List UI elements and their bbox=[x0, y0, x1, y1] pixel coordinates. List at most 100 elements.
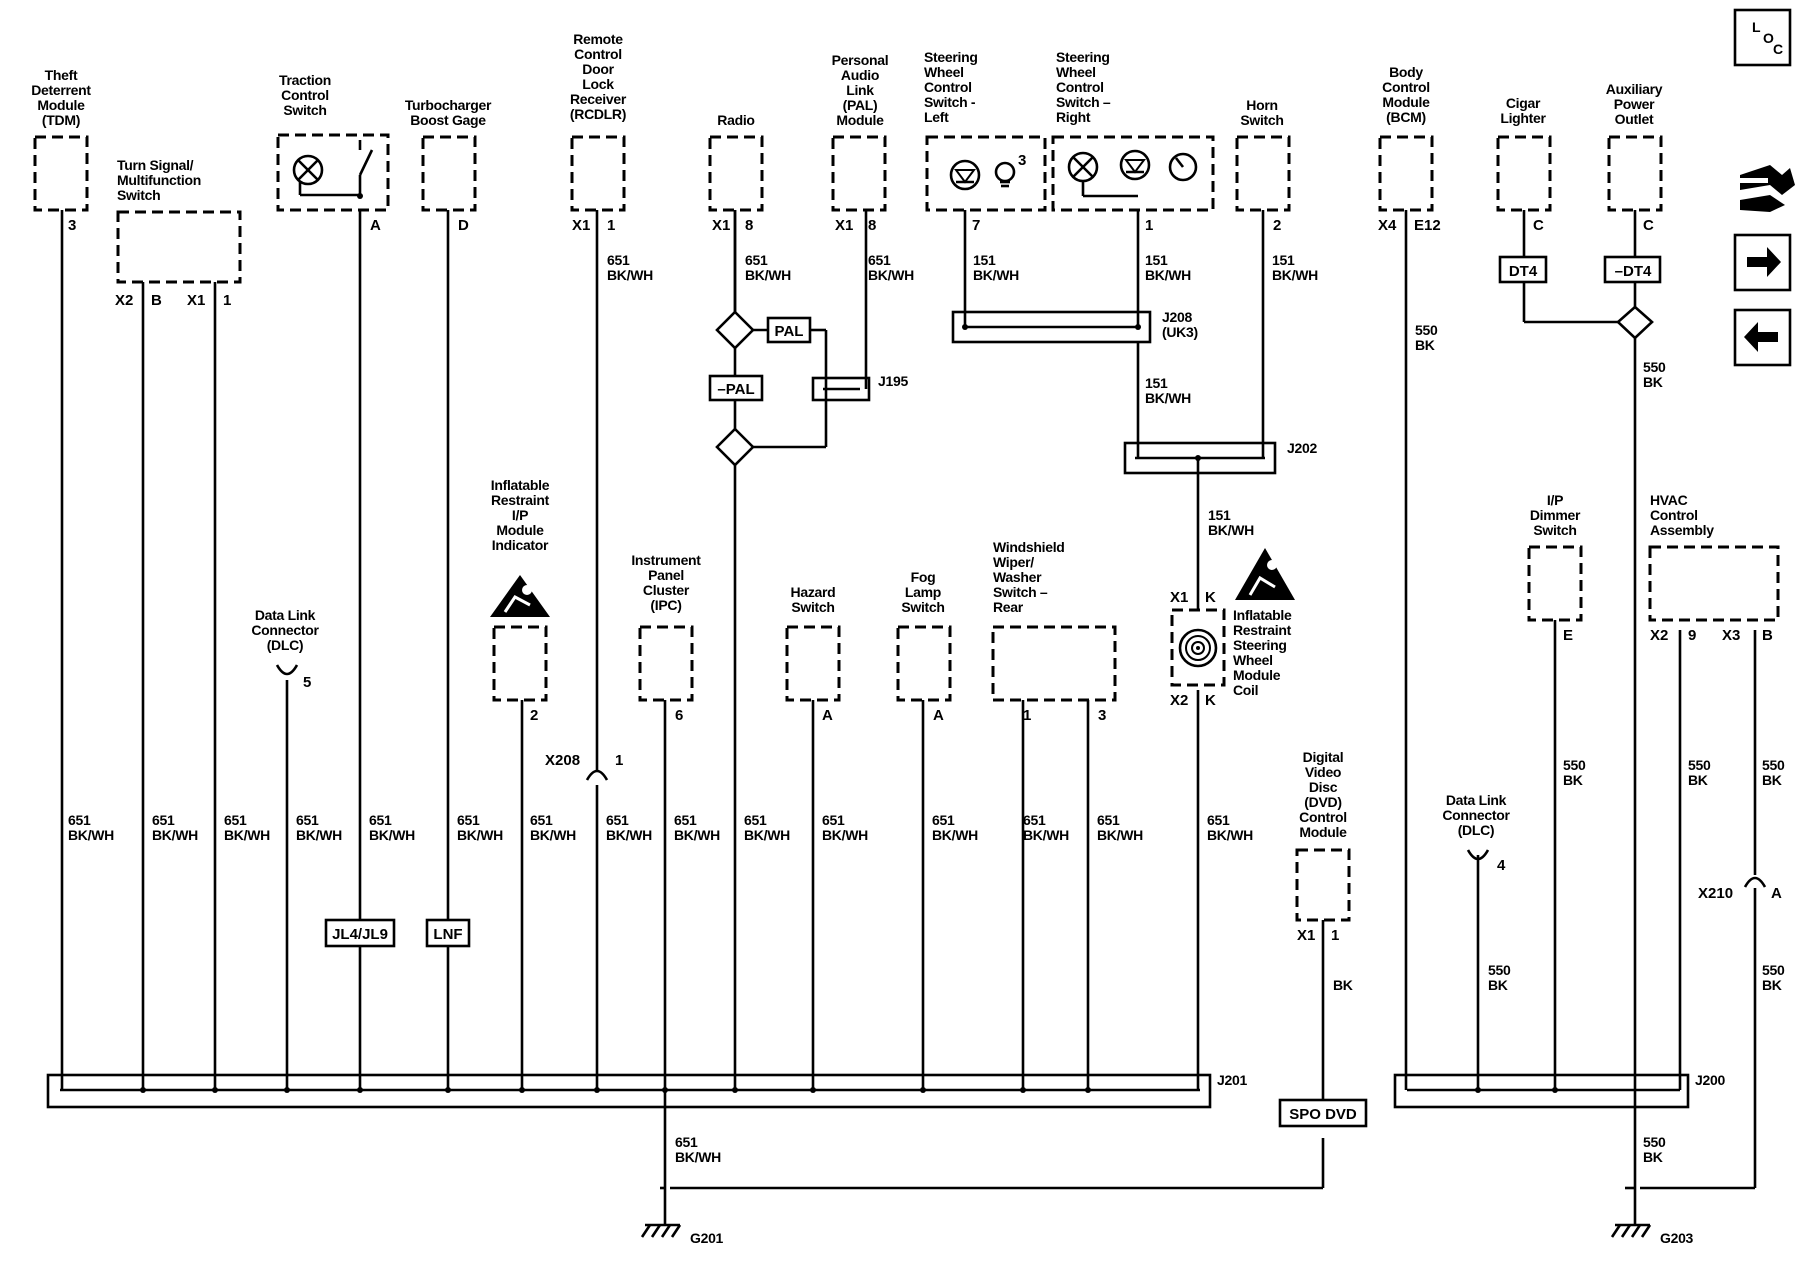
module-bcm[interactable]: Body Control Module (BCM) X4 E12 bbox=[1378, 64, 1441, 234]
pin-dimmer: E bbox=[1563, 627, 1573, 644]
next-page-button[interactable] bbox=[1733, 233, 1792, 292]
wire-label-swcl-col: BK/WH bbox=[973, 267, 1019, 283]
module-swcl-label-3: Control bbox=[924, 79, 972, 95]
module-steering-wheel-switch-left[interactable]: 3 Steering Wheel Control Switch - Left 7 bbox=[924, 49, 1047, 234]
option-dt4-label: DT4 bbox=[1509, 263, 1538, 280]
ground-icon-2 bbox=[1610, 1223, 1652, 1238]
pin-pal-8: 8 bbox=[868, 217, 876, 234]
splice-j195-label: J195 bbox=[878, 373, 908, 389]
wire-label-horn-col: BK/WH bbox=[1272, 267, 1318, 283]
module-fog-label-2: Lamp bbox=[905, 584, 941, 600]
module-coil-label-6: Coil bbox=[1233, 682, 1258, 698]
module-coil-label-2: Restraint bbox=[1233, 622, 1292, 638]
module-coil-label-5: Module bbox=[1233, 667, 1281, 683]
module-traction-label-2: Control bbox=[281, 87, 329, 103]
module-wiper-label-5: Rear bbox=[993, 599, 1024, 615]
wire-label-bcm-num: 550 bbox=[1415, 322, 1438, 338]
module-radio[interactable]: Radio X1 8 bbox=[708, 112, 764, 234]
wire-label-dimmer-num: 550 bbox=[1563, 757, 1586, 773]
wire-label-g203-num: 550 bbox=[1643, 1134, 1666, 1150]
module-ipc[interactable]: Instrument Panel Cluster (IPC) 6 bbox=[631, 552, 701, 724]
connector-dlc-2[interactable]: Data Link Connector (DLC) 4 bbox=[1442, 792, 1510, 874]
wire-label-swcr-col: BK/WH bbox=[1145, 267, 1191, 283]
wire-label-dlc1-col: BK/WH bbox=[296, 827, 342, 843]
pin-turbo: D bbox=[458, 217, 469, 234]
module-turn-signal-switch[interactable]: Turn Signal/ Multifunction Switch X2 B X… bbox=[115, 157, 242, 309]
module-swcl-label-4: Switch - bbox=[924, 94, 976, 110]
module-airbag-label-2: Restraint bbox=[491, 492, 550, 508]
module-coil-label-1: Inflatable bbox=[1233, 607, 1292, 623]
module-pal[interactable]: Personal Audio Link (PAL) Module X1 8 bbox=[831, 52, 889, 234]
module-rear-wiper-switch[interactable]: Windshield Wiper/ Washer Switch – Rear 1… bbox=[991, 539, 1117, 724]
module-tdm-label-4: (TDM) bbox=[42, 112, 80, 128]
pin-turn-b: B bbox=[151, 292, 162, 309]
splice-j202: J202 bbox=[1123, 440, 1318, 475]
pin-airbag-ind: 2 bbox=[530, 707, 538, 724]
wire-label-turnb-num: 651 bbox=[152, 812, 175, 828]
module-horn-switch[interactable]: Horn Switch 2 bbox=[1235, 97, 1291, 234]
connector-view-button[interactable] bbox=[1738, 165, 1795, 212]
loc-letter-c: C bbox=[1773, 41, 1783, 57]
module-auxiliary-power-outlet[interactable]: Auxiliary Power Outlet C bbox=[1606, 81, 1663, 234]
module-dimmer-label-2: Dimmer bbox=[1530, 507, 1581, 523]
module-airbag-indicator[interactable]: Inflatable Restraint I/P Module Indicato… bbox=[490, 477, 550, 724]
module-airbag-label-3: I/P bbox=[512, 507, 528, 523]
module-airbag-label-5: Indicator bbox=[492, 537, 549, 553]
module-pal-label-3: Link bbox=[846, 82, 874, 98]
module-coil-label-4: Wheel bbox=[1233, 652, 1273, 668]
module-swcl-label-1: Steering bbox=[924, 49, 978, 65]
connector-dlc-1[interactable]: Data Link Connector (DLC) 5 bbox=[251, 607, 319, 691]
location-button[interactable]: L O C bbox=[1733, 8, 1792, 67]
wire-label-j202-col: BK/WH bbox=[1208, 522, 1254, 538]
module-aux-label-1: Auxiliary bbox=[1606, 81, 1663, 97]
wire-label-dimmer-col: BK bbox=[1563, 772, 1583, 788]
wire-label-hazard-col: BK/WH bbox=[822, 827, 868, 843]
splice-j201: J201 bbox=[46, 1072, 1248, 1109]
module-rcdlr-label-6: (RCDLR) bbox=[570, 106, 626, 122]
option-jl4-label: JL4/JL9 bbox=[332, 926, 388, 943]
module-hvac-control-assembly[interactable]: HVAC Control Assembly X2 9 X3 B bbox=[1648, 492, 1780, 644]
module-ip-dimmer-switch[interactable]: I/P Dimmer Switch E bbox=[1527, 492, 1583, 644]
module-dlc2-label-1: Data Link bbox=[1446, 792, 1507, 808]
pin-horn: 2 bbox=[1273, 217, 1281, 234]
wire-label-ipc-num: 651 bbox=[674, 812, 697, 828]
module-turbocharger-boost-gage[interactable]: Turbocharger Boost Gage D bbox=[405, 97, 493, 234]
wire-label-pal-num: 651 bbox=[868, 252, 891, 268]
module-turbo-label-2: Boost Gage bbox=[410, 112, 486, 128]
wire-label-hvacb-num: 550 bbox=[1762, 757, 1785, 773]
module-pal-label-1: Personal bbox=[832, 52, 889, 68]
wire-label-wiper3-col: BK/WH bbox=[1097, 827, 1143, 843]
module-hvac-label-1: HVAC bbox=[1650, 492, 1688, 508]
module-steering-coil[interactable]: X1 K X2 K Inflatable Restraint Steering … bbox=[1170, 548, 1295, 709]
loc-letter-o: O bbox=[1763, 30, 1774, 46]
module-rcdlr[interactable]: Remote Control Door Lock Receiver (RCDLR… bbox=[570, 31, 627, 234]
module-cigar-lighter[interactable]: Cigar Lighter C bbox=[1496, 95, 1552, 234]
pin-hazard: A bbox=[822, 707, 833, 724]
option-lnf-label: LNF bbox=[433, 926, 462, 943]
module-tdm[interactable]: Theft Deterrent Module (TDM) 3 bbox=[31, 67, 91, 234]
module-steering-wheel-switch-right[interactable]: Steering Wheel Control Switch – Right 1 bbox=[1051, 49, 1215, 234]
pin-x208-1: 1 bbox=[615, 752, 623, 769]
wire-label-tdm-col: BK/WH bbox=[68, 827, 114, 843]
module-radio-label: Radio bbox=[717, 112, 754, 128]
module-traction-control-switch[interactable]: Traction Control Switch A bbox=[276, 72, 390, 234]
pin-wiper-3: 3 bbox=[1098, 707, 1106, 724]
wire-label-ipc-col: BK/WH bbox=[674, 827, 720, 843]
pin-bcm-x4: X4 bbox=[1378, 217, 1397, 234]
wire-label-hvac9-num: 550 bbox=[1688, 757, 1711, 773]
option-lnf: LNF bbox=[425, 918, 471, 948]
module-wiper-label-3: Washer bbox=[993, 569, 1042, 585]
module-dvd-label-2: Video bbox=[1305, 764, 1341, 780]
module-fog-lamp-switch[interactable]: Fog Lamp Switch A bbox=[896, 569, 952, 724]
pin-traction: A bbox=[370, 217, 381, 234]
wires bbox=[60, 180, 1757, 1225]
module-ipc-label-1: Instrument bbox=[631, 552, 701, 568]
module-dvd[interactable]: Digital Video Disc (DVD) Control Module … bbox=[1295, 749, 1351, 944]
wire-label-x208-num: 651 bbox=[606, 812, 629, 828]
module-tdm-label-1: Theft bbox=[45, 67, 78, 83]
wire-label-g201-num: 651 bbox=[675, 1134, 698, 1150]
coil-spiral-icon bbox=[1178, 628, 1218, 668]
module-hazard-switch[interactable]: Hazard Switch A bbox=[785, 584, 841, 724]
previous-page-button[interactable] bbox=[1733, 308, 1792, 367]
option-spo-label: SPO DVD bbox=[1289, 1106, 1357, 1123]
